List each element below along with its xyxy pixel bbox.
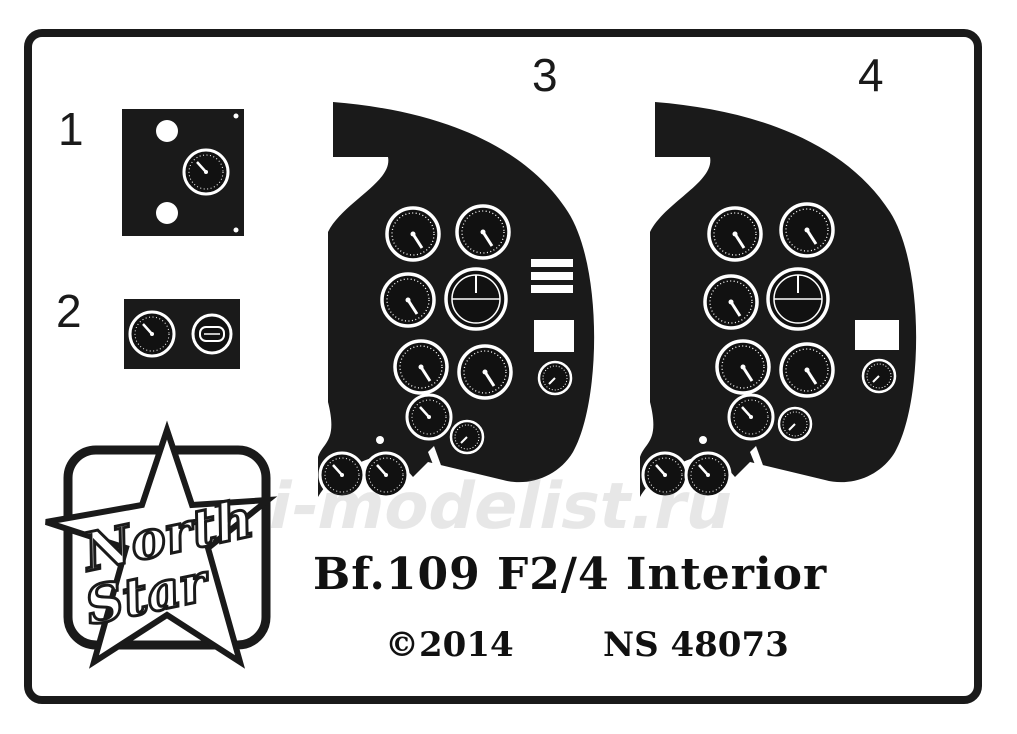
part-3-panel: [318, 102, 595, 499]
part-1-plate: [122, 109, 244, 236]
copyright: ©2014: [385, 625, 514, 665]
north-star-logo: North Star: [45, 420, 278, 669]
part-number-4: 4: [858, 49, 884, 101]
part-2-plate: [124, 299, 240, 369]
part-number-3: 3: [532, 49, 558, 101]
part-number-2: 2: [56, 285, 82, 337]
part-number-1: 1: [58, 103, 84, 155]
watermark: i-modelist.ru: [262, 470, 741, 544]
catalog-number: NS 48073: [603, 625, 789, 665]
part-4-panel: [640, 102, 917, 499]
sheet-title: Bf.109 F2/4 Interior: [313, 549, 828, 600]
